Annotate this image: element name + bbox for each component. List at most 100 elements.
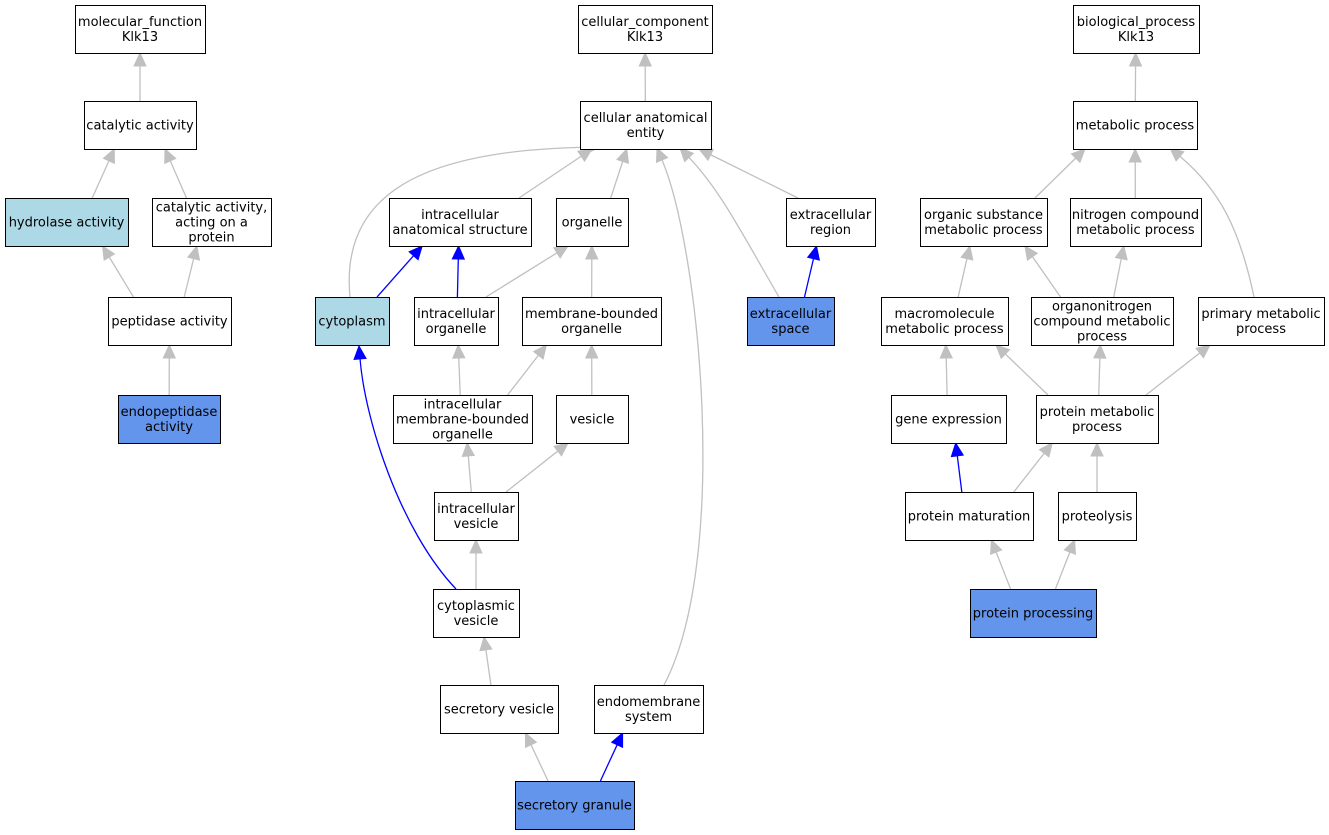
node-box bbox=[891, 395, 1007, 444]
node-secretory-granule[interactable]: secretory granule bbox=[515, 781, 635, 830]
edge-protein_maturation-to-protein_metabolic bbox=[1013, 442, 1053, 493]
node-box bbox=[970, 589, 1097, 638]
node-protein-processing[interactable]: protein processing bbox=[970, 589, 1097, 638]
edge-arrowhead bbox=[1093, 343, 1107, 359]
edge-arrowhead bbox=[995, 344, 1011, 360]
edge-arrowhead bbox=[697, 148, 715, 162]
node-label-line: secretory vesicle bbox=[444, 703, 554, 718]
edge-arrowhead bbox=[479, 635, 493, 652]
edge-arrowhead bbox=[960, 244, 974, 261]
node-label-line: cellular anatomical bbox=[584, 111, 708, 126]
edge-line bbox=[1031, 256, 1062, 298]
node-box bbox=[522, 297, 662, 346]
edge-cyto_vesicle-to-cytoplasm bbox=[353, 344, 457, 590]
edge-arrowhead bbox=[616, 147, 630, 164]
node-label-line: process bbox=[1077, 330, 1127, 345]
node-label-line: metabolic process bbox=[885, 322, 1004, 337]
edge-line bbox=[485, 252, 558, 298]
node-label-line: metabolic process bbox=[1076, 119, 1195, 134]
edge-arrowhead bbox=[990, 538, 1003, 556]
node-peptidase[interactable]: peptidase activity bbox=[108, 297, 232, 346]
node-proteolysis[interactable]: proteolysis bbox=[1058, 492, 1137, 541]
edge-line bbox=[1179, 155, 1255, 298]
node-label-line: compound metabolic bbox=[1033, 315, 1170, 330]
edge-intra_vesicle-to-imbo bbox=[461, 441, 476, 493]
edge-protein_processing-to-proteolysis bbox=[1054, 538, 1076, 590]
node-box bbox=[747, 297, 835, 346]
node-box bbox=[393, 395, 533, 444]
edge-line bbox=[957, 258, 968, 298]
node-label-line: metabolic process bbox=[1076, 223, 1195, 238]
node-box bbox=[1073, 101, 1198, 150]
edge-line bbox=[945, 357, 948, 396]
edge-line bbox=[661, 159, 704, 686]
node-label-line: Klk13 bbox=[627, 30, 663, 45]
edge-arrowhead bbox=[1114, 244, 1128, 261]
edge-nitrogen-to-metabolic bbox=[1128, 147, 1142, 199]
node-secretory-vesicle[interactable]: secretory vesicle bbox=[440, 685, 559, 734]
node-vesicle[interactable]: vesicle bbox=[556, 395, 629, 444]
node-gene-expr[interactable]: gene expression bbox=[891, 395, 1007, 444]
node-label-line: secretory granule bbox=[517, 799, 632, 814]
node-protein-maturation[interactable]: protein maturation bbox=[905, 492, 1034, 541]
node-label-line: organelle bbox=[426, 322, 487, 337]
edge-arrowhead bbox=[469, 538, 483, 554]
node-box bbox=[1198, 297, 1325, 346]
edge-line bbox=[348, 146, 588, 298]
node-catalytic[interactable]: catalytic activity bbox=[84, 101, 197, 150]
edge-line bbox=[458, 357, 461, 396]
node-cytoplasm[interactable]: cytoplasm bbox=[315, 297, 390, 346]
node-box bbox=[433, 589, 520, 638]
edge-ext_space-to-ext_region bbox=[803, 244, 821, 298]
edge-line bbox=[505, 450, 559, 493]
node-hydrolase[interactable]: hydrolase activity bbox=[5, 198, 129, 247]
node-label-line: nitrogen compound bbox=[1072, 208, 1199, 223]
edge-line bbox=[507, 354, 539, 396]
node-organelle[interactable]: organelle bbox=[556, 198, 629, 247]
edge-line bbox=[376, 255, 415, 298]
edge-line bbox=[1113, 258, 1122, 298]
edge-line bbox=[1004, 353, 1049, 396]
node-label-line: protein processing bbox=[973, 607, 1093, 622]
node-label-line: region bbox=[810, 223, 851, 238]
edge-gene_expr-to-macromolecule bbox=[939, 343, 954, 396]
node-label-line: vesicle bbox=[570, 413, 615, 428]
edge-line bbox=[169, 160, 188, 199]
node-label-line: hydrolase activity bbox=[9, 216, 125, 231]
node-box bbox=[5, 198, 129, 247]
node-metabolic[interactable]: metabolic process bbox=[1073, 101, 1198, 150]
edge-arrowhead bbox=[1128, 147, 1142, 163]
node-box bbox=[578, 5, 713, 54]
edge-arrowhead bbox=[553, 442, 569, 457]
node-box bbox=[118, 395, 221, 444]
node-label-line: peptidase activity bbox=[111, 315, 228, 330]
node-box bbox=[1070, 198, 1202, 247]
edge-line bbox=[995, 551, 1012, 590]
node-label-line: extracellular bbox=[750, 307, 832, 322]
node-box bbox=[881, 297, 1009, 346]
edge-protein_maturation-to-gene_expr bbox=[950, 441, 965, 493]
node-box bbox=[920, 198, 1048, 247]
